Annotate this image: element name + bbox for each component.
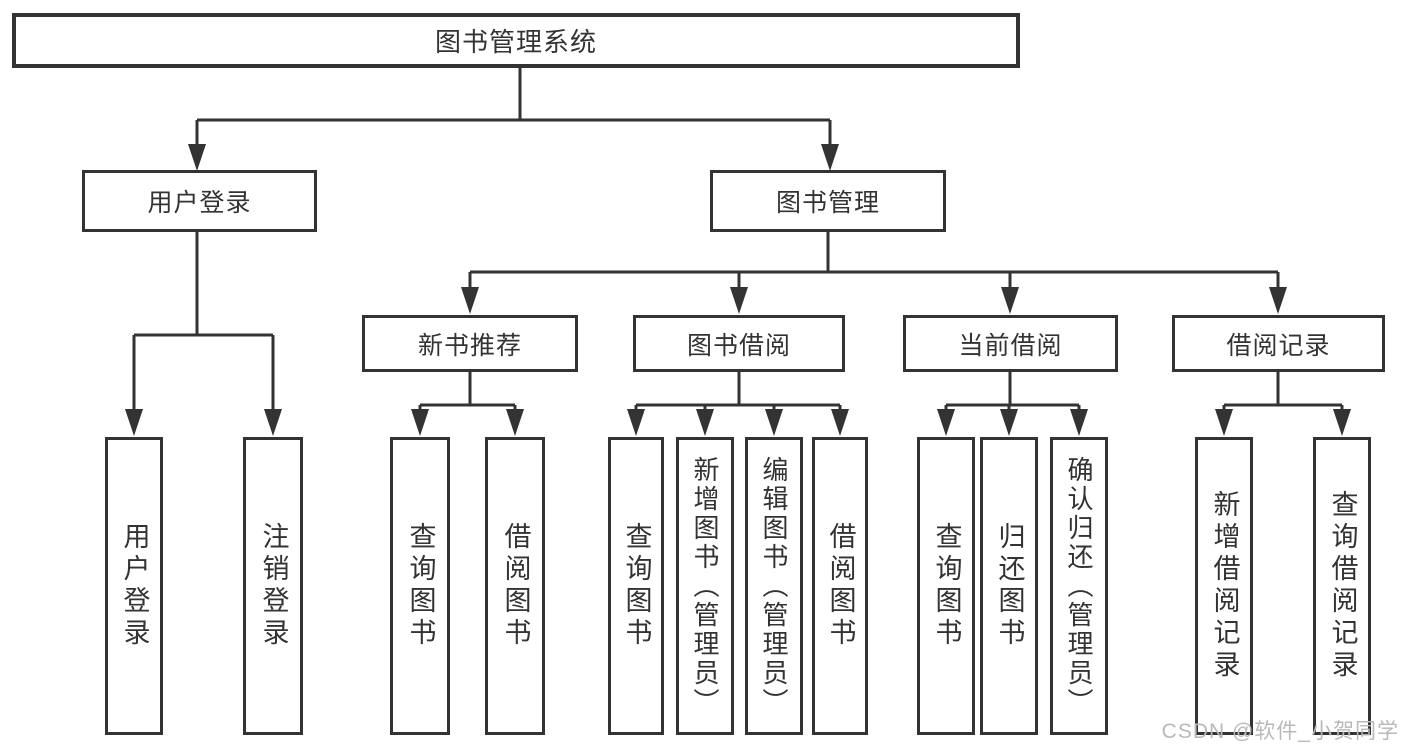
arrow-down-icon	[765, 409, 783, 436]
connector-book-management-to-level3	[468, 232, 1280, 303]
node-book-management: 图书管理	[710, 170, 946, 232]
leaf-label: 查询图书	[621, 522, 652, 650]
leaf-add-borrow-record: 新增借阅记录	[1195, 437, 1253, 735]
leaf-label: 编辑图书（管理员）	[759, 455, 789, 717]
connector-borrow-records-to-children	[1222, 372, 1344, 425]
leaf-query-books-current: 查询图书	[917, 437, 975, 735]
arrow-down-icon	[1001, 287, 1019, 314]
node-label: 新书推荐	[417, 331, 522, 360]
node-label: 图书管理	[775, 189, 880, 217]
leaf-borrow-books-recommend: 借阅图书	[485, 437, 545, 735]
leaf-label: 用户登录	[119, 522, 150, 650]
leaf-return-book: 归还图书	[980, 437, 1038, 735]
arrowheads	[125, 144, 1351, 436]
leaf-user-login: 用户登录	[105, 437, 163, 735]
leaf-logout: 注销登录	[243, 437, 303, 735]
node-new-book-recommend: 新书推荐	[362, 315, 578, 372]
node-current-borrow: 当前借阅	[903, 315, 1118, 372]
arrow-down-icon	[1000, 409, 1018, 436]
arrow-down-icon	[264, 409, 282, 436]
arrow-down-icon	[627, 409, 645, 436]
leaf-label: 注销登录	[258, 522, 289, 650]
leaf-label: 新增借阅记录	[1209, 490, 1240, 682]
leaf-edit-book-admin: 编辑图书（管理员）	[745, 437, 803, 735]
node-label: 当前借阅	[958, 331, 1063, 360]
leaf-label: 借阅图书	[500, 522, 531, 650]
leaf-query-books-borrow: 查询图书	[608, 437, 664, 735]
arrow-down-icon	[937, 409, 955, 436]
node-root: 图书管理系统	[12, 13, 1020, 68]
node-user-login: 用户登录	[82, 170, 317, 232]
node-label: 用户登录	[147, 189, 252, 217]
leaf-label: 归还图书	[994, 522, 1025, 650]
arrow-down-icon	[461, 287, 479, 314]
connector-new-book-recommend-to-children	[418, 372, 517, 425]
arrow-down-icon	[730, 287, 748, 314]
arrow-down-icon	[1215, 409, 1233, 436]
arrow-down-icon	[831, 409, 849, 436]
node-label: 借阅记录	[1226, 331, 1331, 360]
arrow-down-icon	[1269, 287, 1287, 314]
leaf-query-books-recommend: 查询图书	[390, 437, 450, 735]
arrow-down-icon	[506, 409, 524, 436]
arrow-down-icon	[821, 144, 839, 171]
connector-user-login-to-children	[132, 232, 275, 425]
arrow-down-icon	[1070, 409, 1088, 436]
leaf-query-borrow-record: 查询借阅记录	[1313, 437, 1371, 735]
node-label: 图书借阅	[686, 331, 791, 360]
leaf-borrow-books-borrow: 借阅图书	[812, 437, 868, 735]
arrow-down-icon	[1333, 409, 1351, 436]
leaf-label: 查询借阅记录	[1327, 490, 1358, 682]
arrow-down-icon	[411, 409, 429, 436]
arrow-down-icon	[696, 409, 714, 436]
node-label: 图书管理系统	[434, 27, 597, 57]
leaf-label: 确认归还（管理员）	[1064, 455, 1094, 717]
connector-book-borrow-to-children	[634, 372, 842, 425]
arrow-down-icon	[125, 409, 143, 436]
node-borrow-records: 借阅记录	[1172, 315, 1385, 372]
leaf-label: 借阅图书	[825, 522, 856, 650]
leaf-label: 新增图书（管理员）	[690, 455, 720, 717]
leaf-confirm-return-admin: 确认归还（管理员）	[1050, 437, 1108, 735]
leaf-label: 查询图书	[931, 522, 962, 650]
connector-root-to-level2	[195, 68, 832, 160]
arrow-down-icon	[188, 144, 206, 171]
leaf-label: 查询图书	[405, 522, 436, 650]
leaf-add-book-admin: 新增图书（管理员）	[676, 437, 734, 735]
node-book-borrow: 图书借阅	[633, 315, 845, 372]
watermark: CSDN @软件_小贺同学	[1161, 720, 1399, 743]
